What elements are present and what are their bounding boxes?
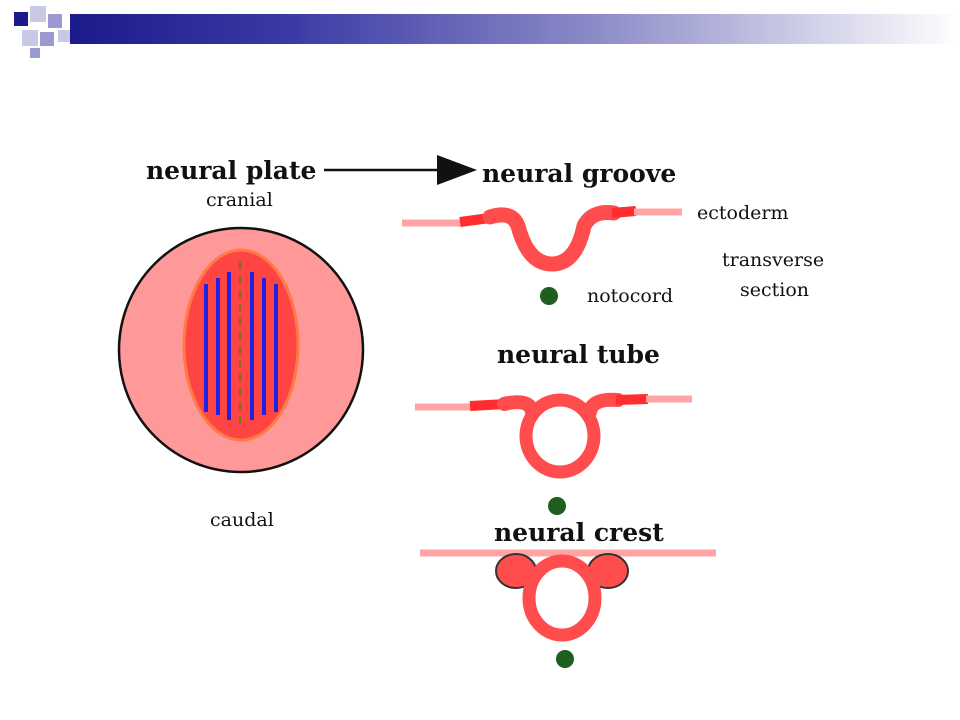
neural-tube-label: neural tube xyxy=(497,340,660,369)
notocord-label: notocord xyxy=(587,285,673,307)
banner-square-dark xyxy=(14,12,28,26)
neural-plate-disc xyxy=(117,226,365,474)
neural-plate-label: neural plate xyxy=(146,156,316,185)
caudal-label: caudal xyxy=(210,509,274,531)
neural-groove-label: neural groove xyxy=(482,159,676,188)
ectoderm-transition-right-tube xyxy=(615,394,649,405)
neural-groove-section xyxy=(402,205,682,305)
section-label: section xyxy=(740,279,809,301)
neural-crest-label: neural crest xyxy=(494,518,664,547)
neural-groove-shape xyxy=(482,205,622,272)
neural-tube-ring xyxy=(519,393,601,479)
banner-gradient-bar xyxy=(70,14,960,44)
banner-square-light xyxy=(30,6,46,22)
notochord-tube xyxy=(548,497,566,515)
neural-plate-stripes xyxy=(204,272,278,420)
ectoderm-transition-right xyxy=(611,206,637,218)
notochord-crest xyxy=(556,650,574,668)
transverse-label: transverse xyxy=(722,249,824,271)
banner-square-mid xyxy=(48,14,62,28)
slide-banner xyxy=(0,0,960,60)
neural-tube-section xyxy=(415,392,692,515)
neural-crest-section xyxy=(420,549,716,668)
banner-square-light2 xyxy=(22,30,38,46)
neural-plate-region xyxy=(182,248,300,442)
banner-square-light3 xyxy=(58,30,70,42)
ectoderm-label: ectoderm xyxy=(697,202,788,224)
banner-square-mid2 xyxy=(40,32,54,46)
tube-right-join xyxy=(583,392,625,419)
banner-square-small xyxy=(30,48,40,58)
neural-tube-ring-crest xyxy=(522,554,602,642)
notochord-groove xyxy=(540,287,558,305)
cranial-label: cranial xyxy=(206,189,273,211)
